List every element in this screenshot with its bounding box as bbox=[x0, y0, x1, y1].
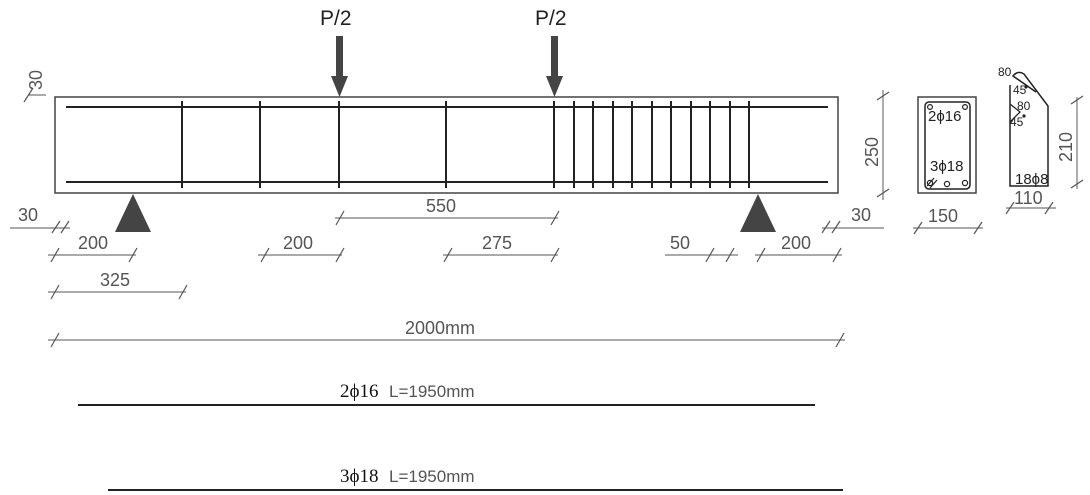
hook-angle-label: 45 bbox=[1013, 83, 1027, 97]
svg-text:110: 110 bbox=[1014, 188, 1043, 208]
top-bar bbox=[926, 103, 933, 110]
beam-outline bbox=[54, 96, 839, 194]
section-stirrup bbox=[924, 101, 971, 190]
bottom-bar bbox=[961, 179, 969, 187]
section-outline bbox=[917, 96, 977, 194]
svg-text:2000mm: 2000mm bbox=[405, 318, 475, 338]
svg-text:150: 150 bbox=[928, 206, 958, 226]
svg-text:210: 210 bbox=[1056, 132, 1076, 162]
stirrups bbox=[181, 101, 750, 188]
stirrup-detail: 80 45 80 45 18ϕ8 bbox=[998, 65, 1049, 188]
top-bar bbox=[961, 103, 968, 110]
svg-text:30: 30 bbox=[851, 205, 871, 225]
svg-text:250: 250 bbox=[862, 137, 882, 167]
hook-length-label: 80 bbox=[998, 65, 1012, 79]
load-arrow-right bbox=[546, 36, 563, 97]
dim-section-height: 250 bbox=[862, 90, 890, 200]
svg-text:275: 275 bbox=[482, 233, 512, 253]
svg-text:200: 200 bbox=[283, 233, 313, 253]
section-bottom-bars-label: 3ϕ18 bbox=[930, 158, 963, 175]
dim-cover-left: 30 bbox=[10, 205, 70, 234]
stirrup-count-label: 18ϕ8 bbox=[1015, 171, 1048, 188]
hook-length-label-2: 80 bbox=[1017, 99, 1031, 113]
hook-angle-label-2: 45 bbox=[1010, 115, 1024, 129]
svg-text:200: 200 bbox=[781, 233, 811, 253]
bottom-bar bbox=[926, 179, 934, 187]
svg-text:325: 325 bbox=[100, 270, 130, 290]
bar-2-length: L=1950mm bbox=[389, 467, 475, 486]
bottom-bar bbox=[943, 180, 951, 188]
cross-section: 2ϕ16 3ϕ18 bbox=[917, 96, 977, 194]
dim-cover-right: 30 bbox=[821, 205, 884, 234]
dim-cover-top: 30 bbox=[23, 70, 46, 103]
svg-text:30: 30 bbox=[18, 205, 38, 225]
dim-stirrup-height: 210 bbox=[1056, 95, 1084, 189]
stirrup-shape bbox=[1009, 71, 1049, 187]
dim-support-right-offset: 200 bbox=[755, 233, 842, 263]
dim-total-length: 2000mm bbox=[48, 318, 845, 348]
right-support bbox=[740, 194, 776, 232]
load-label-left: P/2 bbox=[320, 7, 352, 30]
bar-1-length: L=1950mm bbox=[389, 382, 475, 401]
beam-elevation bbox=[54, 96, 839, 232]
load-arrow-left bbox=[331, 36, 348, 97]
left-support bbox=[115, 194, 151, 232]
dim-stirrup-width: 110 bbox=[1005, 188, 1056, 215]
svg-text:50: 50 bbox=[670, 233, 690, 253]
svg-text:30: 30 bbox=[26, 70, 46, 90]
dim-section-width: 150 bbox=[913, 206, 983, 235]
svg-text:200: 200 bbox=[78, 233, 108, 253]
dim-load-spacing: 550 bbox=[335, 196, 560, 226]
dim-stirrup-first: 325 bbox=[48, 270, 188, 300]
svg-text:550: 550 bbox=[426, 196, 456, 216]
dim-half-load-spacing: 275 bbox=[443, 233, 560, 263]
dim-load-offset-left: 200 bbox=[258, 233, 345, 263]
section-top-bars-label: 2ϕ16 bbox=[928, 108, 961, 125]
bar-1-name: 2ϕ16 bbox=[340, 381, 379, 402]
bar-schedule-item-2: 3ϕ18 L=1950mm bbox=[108, 466, 843, 491]
bar-2-name: 3ϕ18 bbox=[340, 466, 379, 487]
bar-schedule-item-1: 2ϕ16 L=1950mm bbox=[78, 381, 815, 406]
dim-support-left-offset: 200 bbox=[48, 233, 138, 263]
dim-stirrup-spacing: 50 bbox=[665, 233, 738, 263]
load-label-right: P/2 bbox=[535, 7, 567, 30]
